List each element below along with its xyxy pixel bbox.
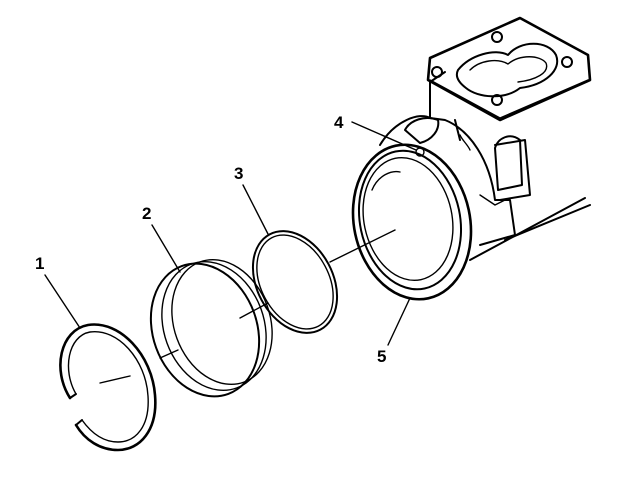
leader-lines <box>44 121 417 346</box>
housing-body <box>379 71 591 261</box>
callout-4: 4 <box>334 113 344 132</box>
ring-3 <box>251 230 339 334</box>
disc-2 <box>149 258 273 398</box>
snap-ring-1 <box>59 323 157 452</box>
bolt-hole-icon <box>431 66 443 78</box>
callout-5: 5 <box>377 347 386 366</box>
housing-flange <box>426 16 592 122</box>
housing-bore <box>351 143 473 301</box>
bolt-hole-icon <box>491 94 503 106</box>
center-axis-line <box>99 229 396 384</box>
callout-2: 2 <box>142 204 151 223</box>
bolt-hole-icon <box>561 56 573 68</box>
callout-3: 3 <box>234 164 243 183</box>
callout-1: 1 <box>35 254 44 273</box>
bolt-hole-icon <box>491 31 503 43</box>
